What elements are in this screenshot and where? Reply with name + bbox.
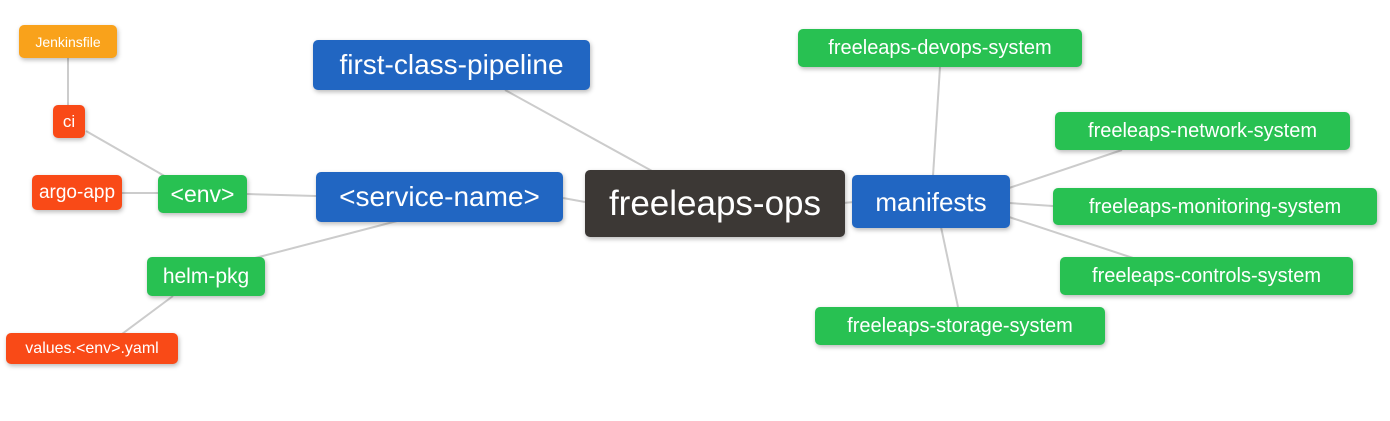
node-devops-system[interactable]: freeleaps-devops-system bbox=[798, 29, 1082, 67]
node-service-name[interactable]: <service-name> bbox=[316, 172, 563, 222]
node-argo-app[interactable]: argo-app bbox=[32, 175, 122, 210]
node-storage-system[interactable]: freeleaps-storage-system bbox=[815, 307, 1105, 345]
node-ci[interactable]: ci bbox=[53, 105, 85, 138]
edge-helm-pkg-values-env-yaml bbox=[121, 295, 174, 335]
edge-manifests-controls-system bbox=[1008, 216, 1134, 259]
node-values-env-yaml[interactable]: values.<env>.yaml bbox=[6, 333, 178, 364]
edge-service-name-helm-pkg bbox=[254, 220, 398, 259]
edge-env-service-name bbox=[246, 193, 317, 197]
edge-first-class-pipeline-freeleaps-ops bbox=[504, 89, 653, 172]
node-monitoring-system[interactable]: freeleaps-monitoring-system bbox=[1053, 188, 1377, 225]
node-manifests[interactable]: manifests bbox=[852, 175, 1010, 228]
edge-manifests-storage-system bbox=[940, 226, 959, 308]
edge-ci-env bbox=[85, 130, 169, 179]
node-controls-system[interactable]: freeleaps-controls-system bbox=[1060, 257, 1353, 295]
edge-manifests-devops-system bbox=[932, 66, 941, 177]
edge-manifests-monitoring-system bbox=[1008, 202, 1054, 207]
node-freeleaps-ops[interactable]: freeleaps-ops bbox=[585, 170, 845, 237]
node-network-system[interactable]: freeleaps-network-system bbox=[1055, 112, 1350, 150]
node-env[interactable]: <env> bbox=[158, 175, 247, 213]
node-jenkinsfile[interactable]: Jenkinsfile bbox=[19, 25, 117, 58]
node-first-class-pipeline[interactable]: first-class-pipeline bbox=[313, 40, 590, 90]
edge-manifests-network-system bbox=[1008, 149, 1123, 189]
edge-service-name-freeleaps-ops bbox=[562, 197, 586, 203]
node-helm-pkg[interactable]: helm-pkg bbox=[147, 257, 265, 296]
